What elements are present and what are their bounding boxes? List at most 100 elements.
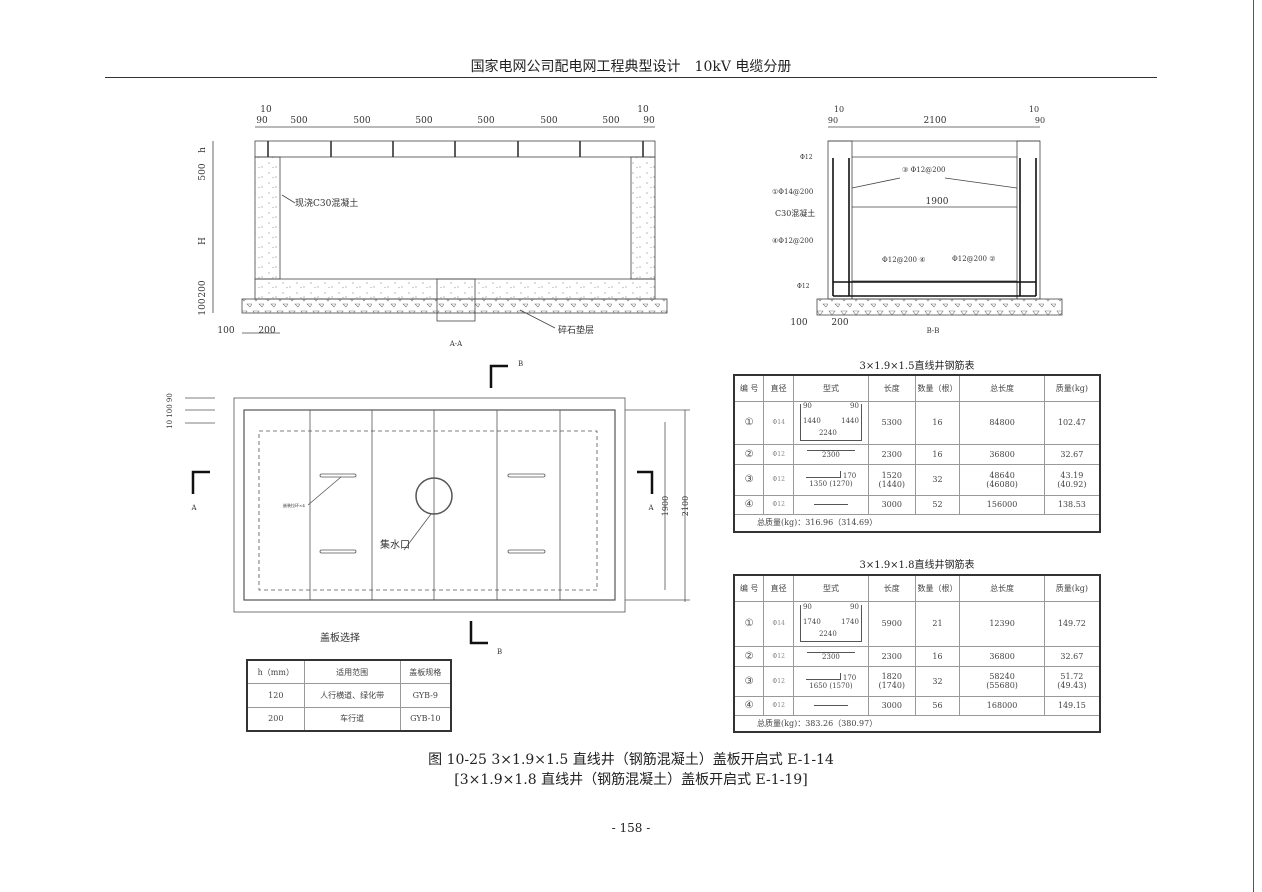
header-cell: 数量（根） [914, 374, 961, 402]
svg-text:Φ12@200 ②: Φ12@200 ② [952, 255, 996, 263]
svg-text:10: 10 [260, 105, 272, 115]
cell: GYB-10 [399, 706, 452, 732]
cell-no: ① [733, 600, 765, 647]
cell: 120 [246, 683, 305, 708]
svg-text:h: h [198, 147, 208, 153]
header-cell: 质量(kg) [1043, 574, 1101, 602]
svg-text:1900: 1900 [926, 197, 949, 207]
cover-plan [185, 364, 690, 645]
cell-len: 1820 (1740) [867, 665, 916, 697]
cell: 车行道 [303, 706, 401, 732]
shape-dim: 2240 [818, 630, 837, 638]
svg-text:B-B: B-B [927, 327, 940, 335]
header-cell: 总长度 [959, 374, 1045, 402]
cell-no: ③ [733, 665, 765, 697]
handle [319, 473, 357, 478]
handle [507, 473, 546, 478]
shape-dim: 1350 (1270) [809, 480, 853, 488]
svg-text:10: 10 [637, 105, 649, 115]
svg-text:A: A [190, 504, 197, 512]
margin-line [1253, 0, 1254, 892]
shape-dim: 2240 [818, 429, 837, 437]
cell-mass: 149.72 [1043, 600, 1101, 647]
cell-mass: 32.67 [1043, 645, 1101, 667]
header-cell: 编 号 [733, 574, 765, 602]
cell-dia: Φ12 [763, 463, 795, 496]
cell-qty: 56 [914, 695, 961, 716]
header-cell: 编 号 [733, 374, 765, 402]
figure-caption: 图 10-25 3×1.9×1.5 直线井（钢筋混凝土）盖板开启式 E-1-14 [428, 752, 834, 768]
svg-text:H: H [198, 237, 208, 245]
svg-text:A-A: A-A [449, 340, 463, 348]
rebar-table-title: 3×1.9×1.5直线井钢筋表 [859, 361, 975, 372]
header-cell: 长度 [867, 574, 916, 602]
svg-text:④Φ12@200: ④Φ12@200 [772, 237, 813, 245]
table-header-row: h（mm）适用范围盖板规格 [246, 659, 452, 685]
header-divider [105, 77, 1157, 78]
cell-mass: 43.19 (40.92) [1043, 463, 1101, 496]
header-cell: 型式 [793, 574, 869, 602]
svg-text:10: 10 [834, 105, 844, 114]
cell: 200 [246, 706, 305, 732]
svg-text:③ Φ12@200: ③ Φ12@200 [902, 166, 946, 174]
svg-text:①Φ14@200: ①Φ14@200 [772, 188, 813, 196]
svg-text:现浇C30混凝土: 现浇C30混凝土 [295, 197, 358, 209]
cell-mass: 138.53 [1043, 494, 1101, 515]
cell-qty: 32 [914, 665, 961, 697]
cell-len: 5300 [867, 400, 916, 445]
header-title: 国家电网公司配电网工程典型设计 10kV 电缆分册 [470, 59, 792, 75]
cell-qty: 52 [914, 494, 961, 515]
cell-no: ③ [733, 463, 765, 496]
cell-no: ④ [733, 494, 765, 515]
svg-text:10 100 90: 10 100 90 [166, 393, 174, 429]
cell-total: 156000 [959, 494, 1045, 515]
svg-text:集水口: 集水口 [380, 538, 410, 551]
shape-dim: 1440 [802, 417, 821, 425]
cell-len: 3000 [867, 695, 916, 716]
cell-total: 12390 [959, 600, 1045, 647]
svg-text:嵌装拉环×4: 嵌装拉环×4 [283, 502, 305, 508]
cell-len: 2300 [867, 645, 916, 667]
svg-text:90: 90 [256, 116, 268, 126]
cell-mass: 32.67 [1043, 443, 1101, 465]
table-total-row: 总质量(kg)：316.96（314.69） [733, 513, 1101, 533]
header-cell: 适用范围 [303, 659, 401, 685]
cell-shape [793, 695, 869, 716]
cell-shape: 2300 [793, 645, 869, 667]
header-cell: 型式 [793, 374, 869, 402]
total-mass: 总质量(kg)：383.26（380.97） [733, 714, 1101, 733]
shape-dim: 170 [842, 472, 857, 480]
section-bb [816, 126, 1063, 316]
cell-shape [793, 494, 869, 515]
header-cell: 直径 [763, 574, 795, 602]
svg-text:90: 90 [1035, 116, 1045, 125]
svg-text:500: 500 [602, 116, 619, 126]
svg-text:100: 100 [217, 326, 234, 336]
cell-no: ② [733, 443, 765, 465]
shape-dim: 2300 [806, 449, 855, 459]
cell-len: 1520 (1440) [867, 463, 916, 496]
cell-dia: Φ14 [763, 400, 795, 445]
svg-text:500: 500 [353, 116, 370, 126]
drain-outlet [415, 477, 453, 515]
shape-dim: 2300 [806, 651, 855, 661]
cell-total: 48640 (46080) [959, 463, 1045, 496]
cell-total: 36800 [959, 645, 1045, 667]
cell-len: 5900 [867, 600, 916, 647]
cell-qty: 16 [914, 443, 961, 465]
cell-total: 58240 (55680) [959, 665, 1045, 697]
svg-text:500: 500 [198, 163, 208, 180]
section-bb-labels: 90 2100 90 10 10 1900 Φ12 ①Φ14@200 C30混凝… [772, 105, 1045, 335]
handle [319, 549, 357, 554]
header-cell: 直径 [763, 374, 795, 402]
